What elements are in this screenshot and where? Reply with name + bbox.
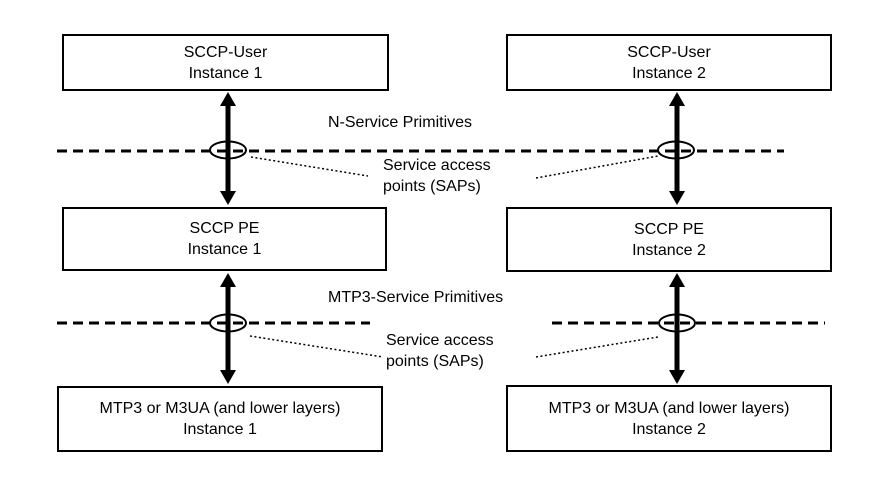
sap-ellipse-mtp1: [209, 313, 247, 333]
box-title: MTP3 or M3UA (and lower layers): [99, 400, 341, 417]
box-title: SCCP-User: [627, 43, 711, 61]
n-service-primitives-label: N-Service Primitives: [328, 114, 473, 131]
sap-ellipse-mtp2: [658, 313, 696, 333]
sap-ellipse-user2: [657, 140, 695, 160]
box-title: SCCP PE: [189, 220, 260, 237]
box-title: MTP3 or M3UA (and lower layers): [548, 399, 790, 417]
sap-ellipse-user1: [209, 140, 247, 160]
mtp3-instance-2-box: MTP3 or M3UA (and lower layers) Instance…: [506, 385, 832, 452]
sap-leader-bottom-left: [249, 335, 384, 358]
double-arrow-pe2-mtp2: [669, 273, 685, 384]
sap-leader-bottom-right: [535, 336, 659, 358]
sap-label-line2: points (SAPs): [386, 353, 484, 370]
sccp-pe-instance-2-box: SCCP PE Instance 2: [506, 207, 832, 272]
sap-label-line1: Service access: [386, 332, 494, 349]
mtp3-service-primitives-label: MTP3-Service Primitives: [328, 289, 504, 306]
sccp-user-instance-1-box: SCCP-User Instance 1: [62, 34, 389, 91]
sccp-user-instance-2-box: SCCP-User Instance 2: [506, 34, 832, 91]
double-arrow-pe1-mtp1: [220, 273, 236, 384]
box-subtitle: Instance 2: [632, 420, 706, 438]
sap-label-line2: points (SAPs): [383, 178, 481, 195]
sap-label-top: Service access points (SAPs): [383, 155, 491, 197]
sap-label-bottom: Service access points (SAPs): [386, 330, 494, 372]
box-subtitle: Instance 1: [188, 64, 263, 82]
box-subtitle: Instance 1: [183, 421, 257, 438]
sap-leader-top-right: [535, 155, 659, 179]
box-subtitle: Instance 1: [187, 241, 262, 258]
sap-label-line1: Service access: [383, 157, 491, 174]
box-title: SCCP PE: [634, 220, 704, 238]
double-arrow-user2-pe2: [669, 92, 685, 205]
sap-leader-top-left: [250, 156, 369, 177]
box-title: SCCP-User: [183, 43, 268, 61]
sccp-pe-instance-1-box: SCCP PE Instance 1: [62, 207, 387, 271]
double-arrow-user1-pe1: [220, 92, 236, 205]
box-subtitle: Instance 2: [632, 64, 706, 82]
mtp3-instance-1-box: MTP3 or M3UA (and lower layers) Instance…: [57, 386, 383, 452]
box-subtitle: Instance 2: [632, 241, 706, 259]
